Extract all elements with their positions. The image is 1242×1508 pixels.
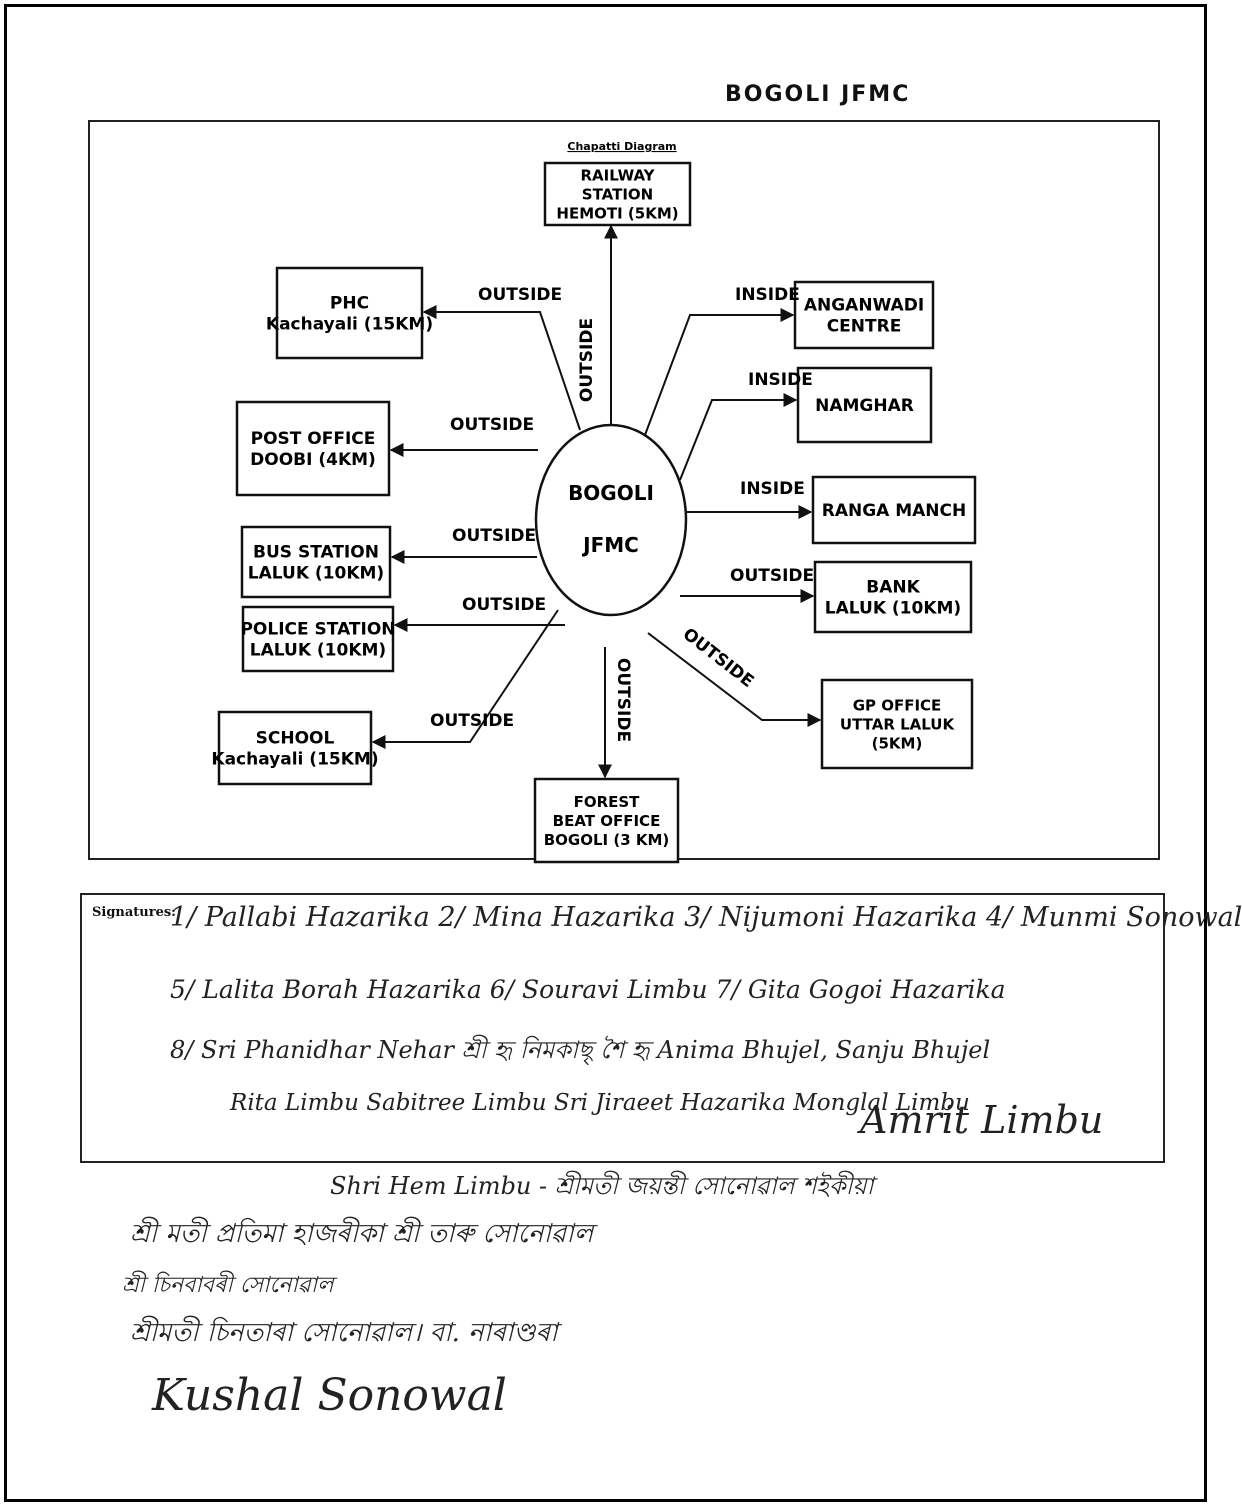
node-box-bus-station [240,525,392,599]
node-box-phc [275,266,424,360]
node-box-forest-office [533,777,680,864]
node-box-school [217,710,373,786]
node-label-post-office-1: DOOBI (4KM) [250,450,376,470]
signature-line-4: Rita Limbu Sabitree Limbu Sri Jiraeet Ha… [230,1090,970,1116]
node-label-phc-0: PHC [330,293,369,313]
node-label-post-office-0: POST OFFICE [251,429,376,449]
relation-label-ranga-manch: INSIDE [740,479,805,499]
node-box-police-station [241,605,395,673]
node-label-namghar-0: NAMGHAR [815,396,914,416]
node-label-railway-1: STATION [582,185,653,203]
node-label-ranga-manch-0: RANGA MANCH [822,501,967,521]
node-label-forest-office-2: BOGOLI (3 KM) [544,831,670,849]
edge-namghar [679,393,798,481]
node-label-school-0: SCHOOL [256,728,335,748]
relation-label-namghar: INSIDE [748,370,813,390]
node-label-anganwadi-1: CENTRE [827,316,902,336]
signature-line-5: Amrit Limbu [860,1098,1104,1142]
node-box-gp-office [820,678,974,770]
relation-label-post-office: OUTSIDE [450,415,534,435]
diagram-heading: Chapatti Diagram [567,140,676,153]
signature-line-3: 8/ Sri Phanidhar Nehar শ্ৰী হৃ নিমকাছৃ শ… [170,1036,991,1064]
node-label-railway-0: RAILWAY [580,166,655,184]
node-label-forest-office-1: BEAT OFFICE [553,812,661,830]
node-box-bank [813,560,973,634]
node-label-school-1: Kachayali (15KM) [211,749,378,769]
node-box-anganwadi [793,280,935,350]
relation-label-railway: OUTSIDE [577,318,597,402]
relation-label-school: OUTSIDE [430,711,514,731]
center-label-line1: BOGOLI [568,481,654,505]
page-frame [4,4,1207,1502]
relation-label-phc: OUTSIDE [478,285,562,305]
node-label-gp-office-2: (5KM) [872,734,923,752]
node-label-railway-2: HEMOTI (5KM) [556,204,678,222]
node-label-gp-office-1: UTTAR LALUK [840,715,956,733]
node-label-bank-1: LALUK (10KM) [825,598,961,618]
signature-extra-2: শ্ৰী মতী প্ৰতিমা হাজৰীকা শ্ৰী তাৰু সোনোৱ… [130,1219,594,1249]
node-label-gp-office-0: GP OFFICE [853,696,942,714]
node-label-bank-0: BANK [866,577,920,597]
signature-extra-3: শ্ৰী চিনবাবৰী সোনোৱাল [122,1273,334,1298]
center-label-line2: JFMC [581,533,639,557]
signature-extra-5: Kushal Sonowal [152,1370,507,1421]
node-box-namghar [796,366,933,444]
edge-anganwadi [644,308,795,436]
node-box-post-office [235,400,391,497]
node-label-forest-office-0: FOREST [574,793,641,811]
node-label-police-station-1: LALUK (10KM) [250,640,386,660]
signature-line-1: 1/ Pallabi Hazarika 2/ Mina Hazarika 3/ … [170,902,1242,933]
signature-extra-1: Shri Hem Limbu - শ্ৰীমতী জয়ন্তী সোনোৱাল… [330,1172,874,1200]
node-label-bus-station-0: BUS STATION [253,542,379,562]
center-node [534,423,688,617]
edge-gp-office [647,632,822,727]
edge-school [371,609,559,749]
signatures-label: Signatures: [92,905,176,920]
edge-phc [422,305,581,431]
signature-extra-4: শ্ৰীমতী চিনতাৰা সোনোৱাল। বা. নাৰাণ্ডৰা [130,1318,558,1348]
relation-label-bank: OUTSIDE [730,566,814,586]
signature-box [80,893,1165,1163]
relation-label-forest-office: OUTSIDE [613,658,633,742]
page-title: BOGOLI JFMC [725,82,911,107]
node-box-ranga-manch [811,475,977,545]
relation-label-gp-office: OUTSIDE [679,624,758,692]
node-label-anganwadi-0: ANGANWADI [804,295,924,315]
signature-line-2: 5/ Lalita Borah Hazarika 6/ Souravi Limb… [170,975,1006,1004]
node-label-police-station-0: POLICE STATION [240,619,395,639]
relation-label-bus-station: OUTSIDE [452,526,536,546]
node-label-phc-1: Kachayali (15KM) [266,314,433,334]
node-label-bus-station-1: LALUK (10KM) [248,563,384,583]
relation-label-police-station: OUTSIDE [462,595,546,615]
relation-label-anganwadi: INSIDE [735,285,800,305]
chapatti-diagram: Chapatti Diagram BOGOLI JFMC RAILWAYSTAT… [211,140,977,864]
